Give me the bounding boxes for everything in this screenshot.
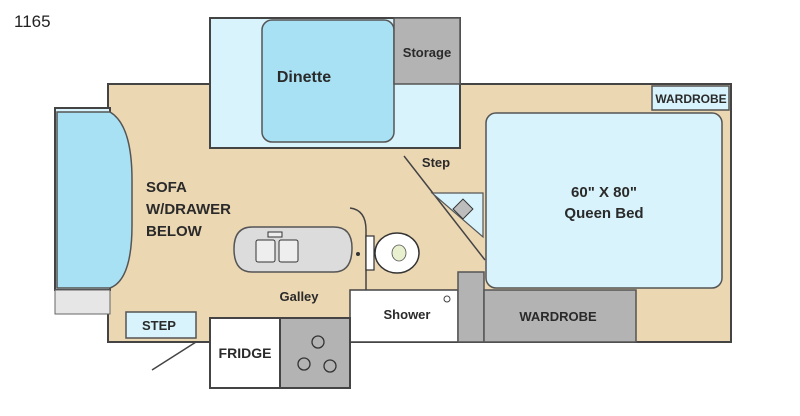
bed-name-label: Queen Bed <box>564 205 643 222</box>
entry-step <box>125 311 197 339</box>
entry-door-swing <box>151 341 197 371</box>
wardrobe-top-label: WARDROBE <box>655 92 726 106</box>
burner-right <box>323 359 337 373</box>
wardrobe-top <box>651 85 730 111</box>
shower-label: Shower <box>384 307 431 322</box>
wardrobe-bottom-label: WARDROBE <box>519 309 597 324</box>
dinette-label: Dinette <box>277 69 331 86</box>
queen-bed <box>485 112 723 289</box>
sink-left-basin <box>255 239 276 263</box>
step-upper-label: Step <box>422 155 450 170</box>
fridge <box>209 317 281 389</box>
shower-drain <box>443 295 451 303</box>
toilet-tank <box>365 235 375 271</box>
step-edge <box>403 155 486 261</box>
burner-left <box>297 357 311 371</box>
storage-cabinet <box>393 17 461 85</box>
corner-sink <box>430 192 484 239</box>
corner-sink-basin <box>452 198 474 220</box>
toilet-bowl <box>391 244 407 262</box>
storage-label: Storage <box>403 45 451 60</box>
wardrobe-bottom-side <box>457 271 485 343</box>
sofa-label-line1: SOFA <box>146 179 187 196</box>
bed-size-label: 60" X 80" <box>571 184 637 201</box>
step-lower-label: STEP <box>142 318 176 333</box>
fridge-label: FRIDGE <box>219 345 272 361</box>
bath-wall <box>349 207 367 290</box>
sofa-label-line3: BELOW <box>146 223 203 240</box>
range <box>279 317 351 389</box>
sink-right-basin <box>278 239 299 263</box>
sink-faucet <box>267 231 283 238</box>
sofa-end-cabinet <box>54 289 111 315</box>
wardrobe-bottom <box>483 289 637 343</box>
bath-drain <box>356 252 360 256</box>
galley-label: Galley <box>279 289 319 304</box>
burner-top <box>311 335 325 349</box>
sofa-cushion <box>56 111 133 289</box>
model-number: 1165 <box>14 12 51 31</box>
sofa-label-line2: W/DRAWER <box>146 201 231 218</box>
